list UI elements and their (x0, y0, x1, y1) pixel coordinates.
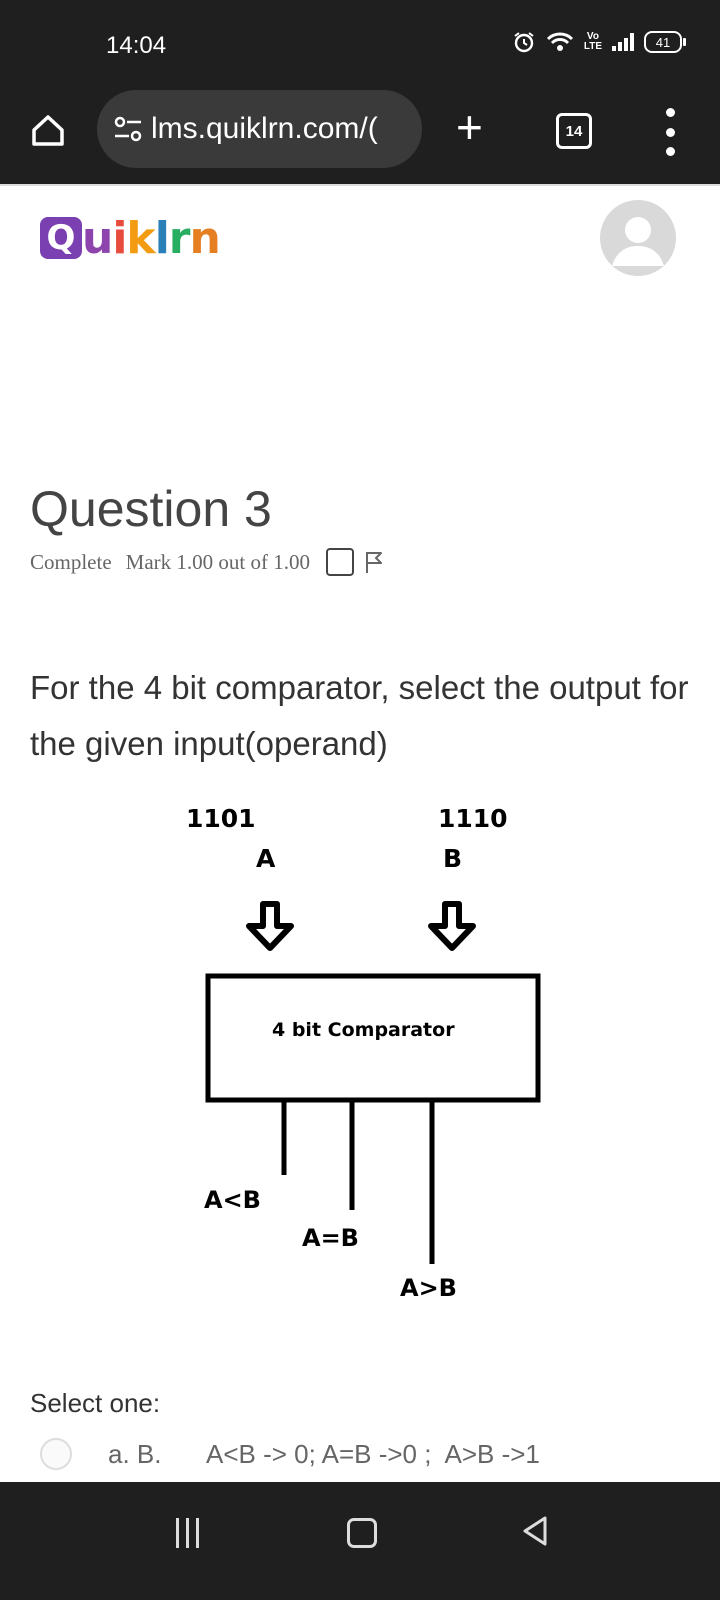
battery-icon: 41 (644, 31, 686, 53)
answer-letter: a. B. (108, 1438, 162, 1469)
volte-top: Vo (586, 31, 599, 42)
volte-indicator: Vo LTE (584, 32, 602, 52)
back-icon[interactable] (520, 1514, 550, 1548)
toolbar-divider (0, 184, 720, 186)
answer-text[interactable]: A<B -> 0; A=B ->0 ; A>B ->1 (206, 1438, 540, 1469)
url-text[interactable]: lms.quiklrn.com/( (151, 112, 378, 145)
status-bar: 14:04 Vo LTE 41 (0, 0, 720, 88)
status-icons: Vo LTE 41 (512, 30, 686, 54)
logo-q: Q (40, 217, 82, 259)
input-a-label: A (256, 844, 276, 873)
output-lt-label: A<B (204, 1186, 261, 1214)
input-a-arrow (246, 901, 294, 951)
answer-option[interactable]: a. B. A<B -> 0; A=B ->0 ; A>B ->1 (40, 1434, 700, 1474)
flag-checkbox[interactable] (325, 548, 354, 576)
comparator-diagram: 1101 A 1110 B 4 bit Comparator A<B A=B A… (186, 804, 541, 1302)
recent-apps-icon[interactable] (176, 1518, 202, 1548)
overflow-menu-button[interactable] (660, 108, 680, 156)
question-text: For the 4 bit comparator, select the out… (30, 669, 689, 762)
tab-switcher-button[interactable]: 14 (556, 113, 592, 149)
comparator-label: 4 bit Comparator (272, 1019, 455, 1041)
flag-icon[interactable] (364, 550, 386, 574)
home-icon[interactable] (28, 110, 68, 150)
input-b-label: B (443, 844, 462, 873)
select-one-label: Select one: (30, 1388, 161, 1418)
user-avatar[interactable] (600, 200, 676, 276)
question-title: Question 3 (30, 481, 272, 537)
input-b-arrow (428, 901, 476, 951)
site-settings-icon[interactable] (111, 112, 145, 146)
comparator-block (205, 973, 541, 1103)
input-a-value: 1101 (186, 804, 256, 833)
answer-radio[interactable] (40, 1438, 72, 1470)
volte-bottom: LTE (583, 41, 602, 52)
status-time: 14:04 (106, 32, 167, 59)
tab-count: 14 (565, 122, 583, 140)
input-b-value: 1110 (438, 804, 508, 833)
battery-level: 41 (655, 34, 671, 50)
signal-icon (612, 33, 634, 51)
question-info: Complete Mark 1.00 out of 1.00 (30, 548, 386, 576)
question-state: Complete (30, 549, 112, 574)
nav-home-icon[interactable] (347, 1518, 377, 1548)
output-eq-label: A=B (302, 1224, 359, 1252)
output-gt-label: A>B (400, 1274, 457, 1302)
user-icon (612, 217, 664, 266)
logo-wordmark: uiklrn (82, 212, 221, 264)
address-bar[interactable]: lms.quiklrn.com/( (97, 90, 422, 168)
question-mark: Mark 1.00 out of 1.00 (125, 549, 310, 574)
alarm-icon (514, 32, 534, 53)
new-tab-button[interactable]: + (456, 101, 483, 153)
system-nav-bar (0, 1482, 720, 1600)
wifi-icon (546, 32, 573, 51)
browser-toolbar: lms.quiklrn.com/( + 14 (0, 88, 720, 184)
quiklrn-logo[interactable]: Q uiklrn (40, 210, 221, 266)
